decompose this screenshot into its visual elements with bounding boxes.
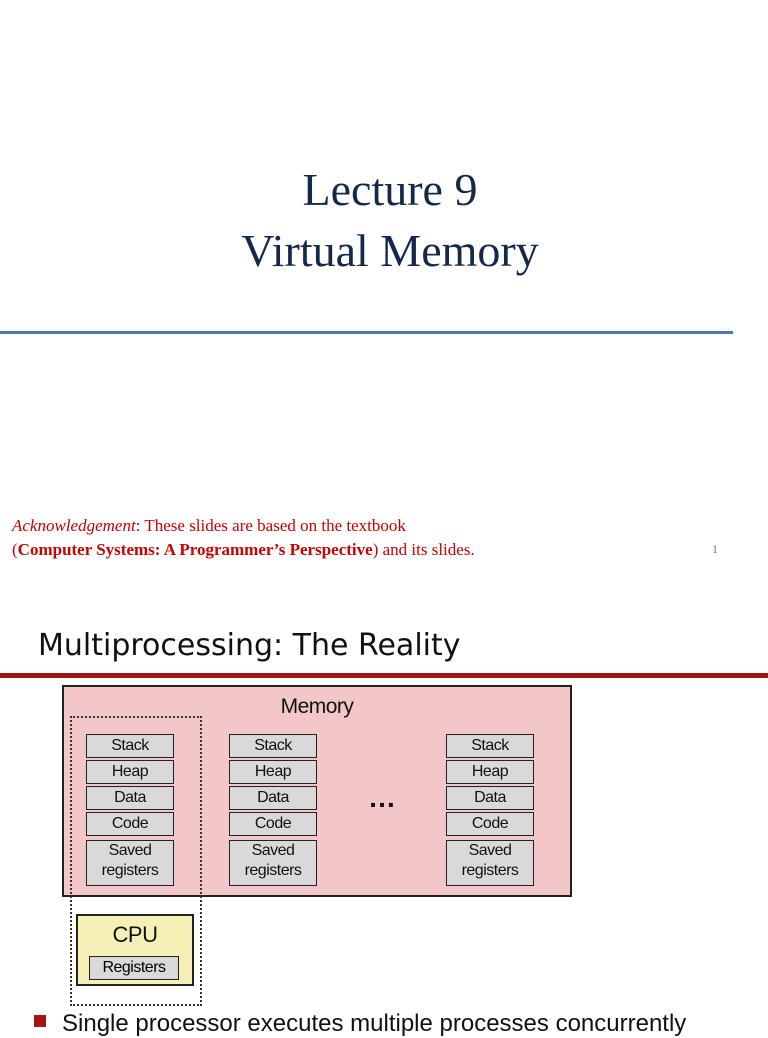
heap-segment: Heap xyxy=(229,760,317,784)
heap-segment: Heap xyxy=(86,760,174,784)
process-address-space-2: Stack Heap Data Code Saved registers xyxy=(229,734,317,888)
process-address-space-1: Stack Heap Data Code Saved registers xyxy=(86,734,174,888)
title-divider-red xyxy=(0,673,768,678)
stack-segment: Stack xyxy=(86,734,174,758)
data-segment: Data xyxy=(446,786,534,810)
cpu-label: CPU xyxy=(112,922,158,947)
lecture-number: Lecture 9 xyxy=(302,164,478,215)
page-number: 1 xyxy=(712,542,718,556)
process-address-space-3: Stack Heap Data Code Saved registers xyxy=(446,734,534,888)
heap-segment: Heap xyxy=(446,760,534,784)
saved-registers: Saved registers xyxy=(86,840,174,886)
slide-1: Lecture 9 Virtual Memory Acknowledgement… xyxy=(0,164,733,562)
data-segment: Data xyxy=(86,786,174,810)
more-processes-ellipsis: … xyxy=(368,782,396,813)
data-segment: Data xyxy=(229,786,317,810)
code-segment: Code xyxy=(86,812,174,836)
bullet-square-icon xyxy=(34,1015,46,1027)
stack-segment: Stack xyxy=(229,734,317,758)
cpu-box: CPU Registers xyxy=(76,914,194,986)
memory-label: Memory xyxy=(280,695,354,718)
slide-2: Multiprocessing: The Reality Memory Stac… xyxy=(0,588,768,1037)
code-segment: Code xyxy=(446,812,534,836)
ack-text: : These slides are based on the textbook xyxy=(135,516,406,535)
book-title: Computer Systems: A Programmer’s Perspec… xyxy=(17,540,373,559)
book-open: ( xyxy=(12,540,18,559)
code-segment: Code xyxy=(229,812,317,836)
saved-registers: Saved registers xyxy=(446,840,534,886)
bullet-text: Single processor executes multiple proce… xyxy=(62,1010,687,1037)
slide-title: Multiprocessing: The Reality xyxy=(38,628,461,663)
ack-label: Acknowledgement xyxy=(12,516,136,535)
running-process-outline xyxy=(70,716,202,1006)
acknowledgement: Acknowledgement: These slides are based … xyxy=(12,514,475,562)
saved-registers: Saved registers xyxy=(229,840,317,886)
title-divider xyxy=(0,331,733,334)
cpu-registers: Registers xyxy=(89,956,179,980)
stack-segment: Stack xyxy=(446,734,534,758)
lecture-title: Virtual Memory xyxy=(241,225,539,276)
book-tail: ) and its slides. xyxy=(372,540,475,559)
